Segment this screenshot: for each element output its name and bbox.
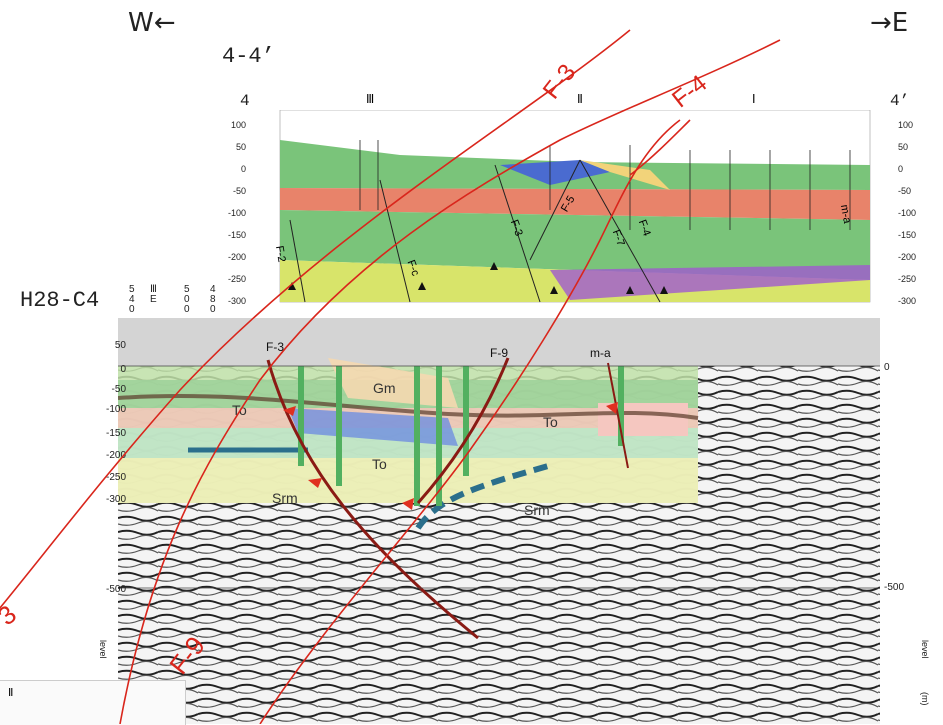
upper-well-marker-3: Ⅲ: [366, 92, 375, 106]
lower-tick-left: -100: [105, 404, 126, 415]
lower-seismic-section: [118, 318, 880, 724]
upper-tick-left: 0: [240, 164, 246, 174]
upper-tick-left: 100: [230, 120, 246, 130]
lower-top-tick: Ⅲ E: [150, 284, 157, 305]
lower-tick-left: -150: [105, 428, 126, 439]
lower-tick-left: -300: [105, 494, 126, 505]
lower-tick-left: -500: [105, 584, 126, 595]
lower-tick-right: 0: [884, 362, 890, 373]
lower-tick-right: -500: [884, 582, 905, 593]
upper-tick-left: 50: [235, 142, 246, 152]
unit-label-to: To: [543, 414, 558, 430]
lower-tick-left: -250: [105, 472, 126, 483]
unit-label-srm: Srm: [272, 490, 298, 506]
lower-axis-label-left: level: [98, 640, 108, 659]
lower-tick-left: 0: [120, 364, 126, 375]
east-direction-label: →E: [870, 8, 909, 38]
unit-label-gm: Gm: [373, 380, 396, 396]
upper-tick-right: -100: [898, 208, 917, 218]
upper-tick-right: -250: [898, 274, 917, 284]
upper-tick-left: -300: [227, 296, 246, 306]
marker-label-ma: m-a: [590, 346, 611, 360]
lower-axis-label-right: level: [920, 640, 930, 659]
fault-label-f9-lower: F-9: [490, 346, 508, 360]
bottom-inset: [0, 680, 186, 725]
upper-tick-left: -150: [227, 230, 246, 240]
fault-label-f2-upper: F-2: [272, 244, 288, 264]
upper-cross-section: [279, 110, 871, 303]
lower-section-title: H28-C4: [20, 288, 100, 313]
upper-tick-right: -150: [898, 230, 917, 240]
upper-tick-left: -100: [227, 208, 246, 218]
upper-section-right-end: 4’: [890, 92, 910, 110]
unit-label-srm: Srm: [524, 502, 550, 518]
upper-tick-right: 50: [898, 142, 909, 152]
upper-section-left-end: 4: [240, 92, 250, 110]
west-direction-label: W←: [128, 8, 176, 38]
fault-label-f3-lower: F-3: [266, 340, 284, 354]
upper-tick-right: 100: [898, 120, 914, 130]
lower-tick-left: -50: [111, 384, 126, 395]
upper-tick-right: -300: [898, 296, 917, 306]
lower-top-tick: 5 0 0: [184, 284, 190, 315]
upper-section-title: 4-4’: [222, 44, 275, 69]
upper-tick-right: -50: [898, 186, 912, 196]
bottom-inset-marker: Ⅱ: [8, 687, 14, 699]
lower-tick-left: 50: [114, 340, 126, 351]
lower-axis-unit-right: (m): [920, 692, 930, 706]
upper-tick-left: -200: [227, 252, 246, 262]
upper-tick-left: -50: [232, 186, 246, 196]
upper-well-marker-1: Ⅰ: [752, 92, 756, 106]
upper-tick-left: -250: [227, 274, 246, 284]
lower-top-tick: 5 4 0: [129, 284, 135, 315]
unit-label-to: To: [372, 456, 387, 472]
upper-tick-right: -200: [898, 252, 917, 262]
upper-tick-right: 0: [898, 164, 904, 174]
lower-top-tick: 4 8 0: [210, 284, 216, 315]
lower-tick-left: -200: [105, 450, 126, 461]
upper-well-marker-2: Ⅱ: [577, 92, 583, 106]
